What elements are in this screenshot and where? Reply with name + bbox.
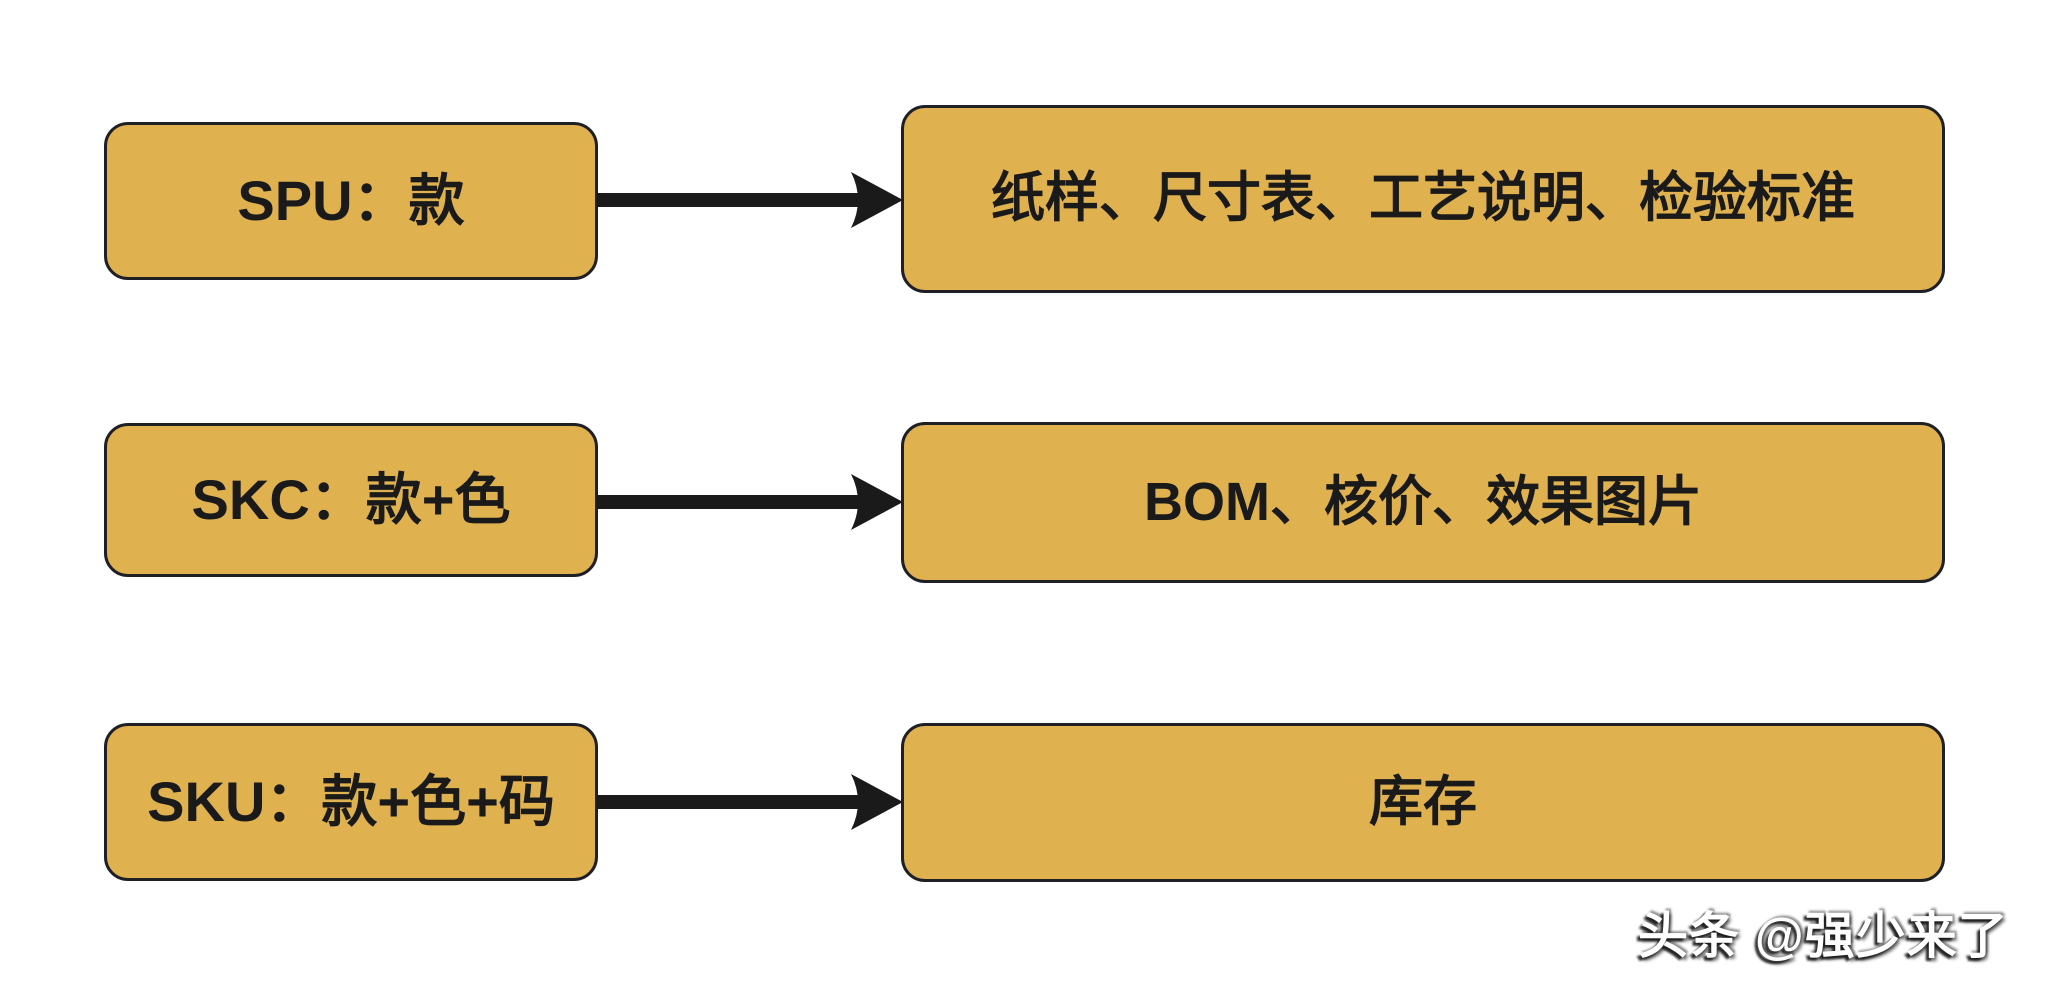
- sku-details-box: 库存: [901, 723, 1945, 882]
- sku-box: SKU：款+色+码: [104, 723, 598, 881]
- arrow-spu-to-details: [597, 172, 903, 228]
- toutiao-watermark: 头条 @强少来了: [1638, 908, 2009, 964]
- spu-box: SPU：款: [104, 122, 598, 280]
- spu-box-label: SPU：款: [237, 169, 465, 233]
- sku-details-label: 库存: [1369, 771, 1477, 832]
- sku-box-label: SKU：款+色+码: [147, 770, 555, 834]
- spu-details-label: 纸样、尺寸表、工艺说明、检验标准: [991, 168, 1855, 229]
- arrow-skc-to-details: [597, 474, 903, 530]
- spu-details-box: 纸样、尺寸表、工艺说明、检验标准: [901, 105, 1945, 293]
- skc-box: SKC：款+色: [104, 423, 598, 577]
- skc-details-box: BOM、核价、效果图片: [901, 422, 1945, 583]
- skc-details-label: BOM、核价、效果图片: [1144, 471, 1702, 532]
- skc-box-label: SKC：款+色: [191, 468, 511, 532]
- arrow-sku-to-details: [597, 774, 903, 830]
